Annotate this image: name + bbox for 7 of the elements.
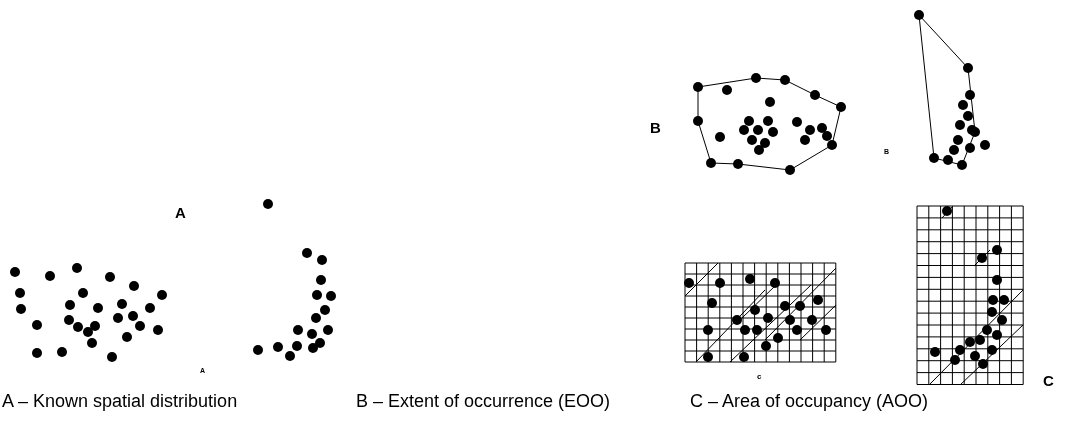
panel-letter: B	[650, 120, 661, 135]
panel-letter: c	[757, 373, 762, 381]
caption-text: A – Known spatial distribution	[2, 392, 238, 410]
panel-letter: A	[175, 205, 186, 220]
caption-text: C – Area of occupancy (AOO)	[690, 392, 929, 410]
panel-letter: C	[1043, 373, 1054, 388]
caption-text: B – Extent of occurrence (EOO)	[356, 392, 611, 410]
